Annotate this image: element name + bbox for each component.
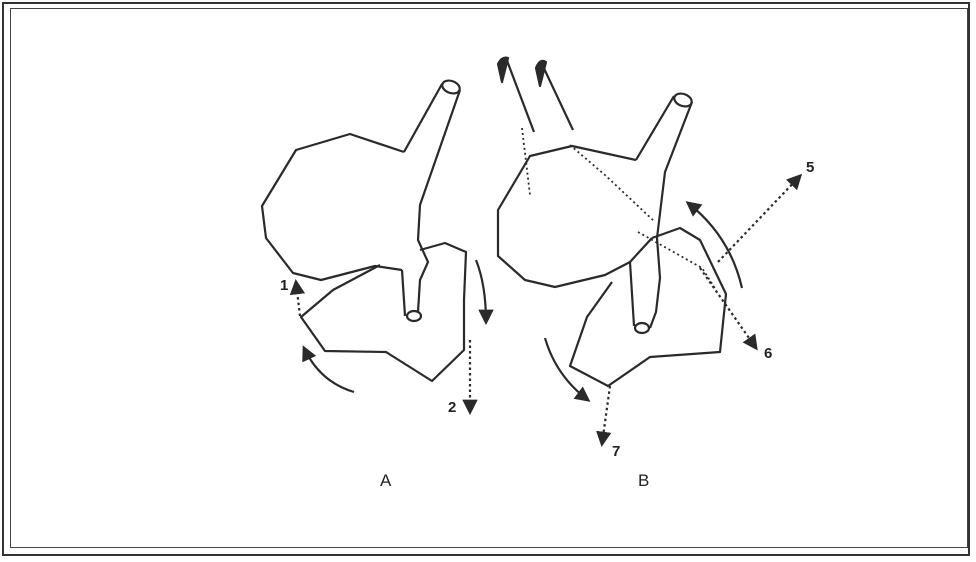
panel-a-tube xyxy=(404,84,460,312)
panel-b-upper-body xyxy=(498,146,652,287)
panel-b-diagram xyxy=(498,58,800,444)
panel-b-curved-arrow-lower xyxy=(545,338,588,400)
arrow-6 xyxy=(700,268,756,348)
panel-b-incision-2 xyxy=(570,145,655,222)
panel-b-tube-bottom xyxy=(635,323,649,333)
panel-b-needle-right xyxy=(541,62,573,130)
panel-a-lower-lobe xyxy=(301,243,466,381)
arrow-label-7: 7 xyxy=(612,443,620,460)
arrow-label-2: 2 xyxy=(448,399,456,416)
panel-b-needle-tip-left xyxy=(498,58,508,82)
panel-label-b: B xyxy=(638,471,649,490)
panel-a-curved-arrow-lower xyxy=(304,348,354,392)
arrow-label-6: 6 xyxy=(764,345,772,362)
panel-b-needle-left xyxy=(506,58,534,132)
panel-b-tube-top xyxy=(672,91,693,108)
arrow-7 xyxy=(602,386,610,444)
panel-b-lower-lobe xyxy=(570,228,726,386)
arrow-5 xyxy=(718,176,800,262)
panel-label-a: A xyxy=(380,471,392,490)
panel-a-tube-top xyxy=(440,78,461,95)
arrow-label-5: 5 xyxy=(806,159,814,176)
panel-a-diagram xyxy=(262,78,486,412)
arrow-1 xyxy=(296,282,300,316)
arrow-label-1: 1 xyxy=(280,277,288,294)
panel-a-tube-bottom xyxy=(407,311,421,321)
panel-b-needle-tip-right xyxy=(536,61,546,86)
panel-a-curved-arrow-right xyxy=(476,260,486,322)
panel-a-upper-body xyxy=(262,134,404,280)
